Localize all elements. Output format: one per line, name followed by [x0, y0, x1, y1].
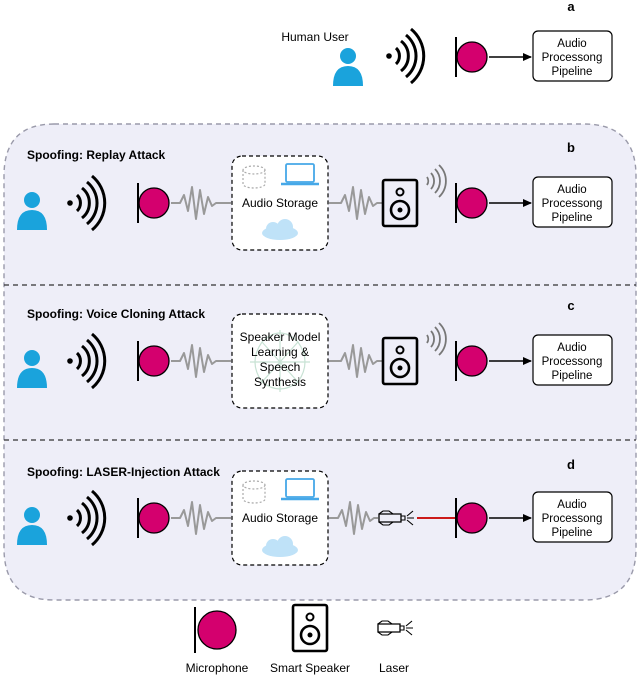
- audio-pipeline-box: Audio Processong Pipeline: [532, 334, 613, 386]
- sound-waves-icon: [67, 332, 107, 390]
- laptop-icon: [281, 163, 319, 186]
- svg-text:Audio: Audio: [557, 184, 586, 196]
- speaker-model-box: Speaker Model Learning & Speech Synthesi…: [231, 313, 329, 409]
- scenario-title-c: Spoofing: Voice Cloning Attack: [27, 307, 205, 321]
- svg-text:Pipeline: Pipeline: [552, 370, 593, 382]
- storage-box: Audio Storage: [231, 470, 329, 566]
- storage-box-label: Audio Storage: [242, 196, 318, 210]
- svg-text:Processong: Processong: [542, 52, 603, 64]
- svg-text:Processong: Processong: [542, 356, 603, 368]
- legend: Microphone Smart Speaker Laser: [186, 603, 413, 675]
- cloud-icon: [262, 219, 298, 240]
- smart-speaker-icon: [381, 336, 419, 386]
- speaker-model-label: Learning &: [251, 345, 309, 359]
- svg-text:Pipeline: Pipeline: [552, 212, 593, 224]
- scenario-letter-c: c: [567, 298, 574, 313]
- microphone-icon: [137, 341, 170, 381]
- user-icon: [17, 507, 47, 545]
- database-icon: [242, 165, 266, 189]
- microphone-icon: [137, 498, 170, 538]
- waveform-icon: [329, 501, 378, 535]
- audio-pipeline-box: Audio Processong Pipeline: [532, 491, 613, 543]
- legend-microphone-label: Microphone: [186, 661, 249, 675]
- scenario-title-b: Spoofing: Replay Attack: [27, 148, 166, 162]
- sound-waves-icon: [386, 27, 426, 85]
- sound-waves-icon: [67, 174, 107, 232]
- laser-icon: [378, 510, 414, 526]
- svg-text:Processong: Processong: [542, 513, 603, 525]
- storage-box-label: Audio Storage: [242, 511, 318, 525]
- svg-text:Audio: Audio: [557, 342, 586, 354]
- speaker-model-label: Synthesis: [254, 375, 306, 389]
- legend-speaker-label: Smart Speaker: [270, 661, 350, 675]
- speaker-model-label: Speaker Model: [240, 330, 321, 344]
- scenario-title-d: Spoofing: LASER-Injection Attack: [27, 465, 220, 479]
- waveform-icon: [171, 186, 231, 220]
- microphone-icon: [455, 498, 488, 538]
- user-icon: [333, 48, 363, 86]
- user-icon: [17, 350, 47, 388]
- audio-pipeline-box: Audio Processong Pipeline: [532, 30, 613, 82]
- scenario-letter-d: d: [567, 457, 575, 472]
- smart-speaker-icon: [291, 603, 329, 653]
- microphone-icon: [194, 607, 237, 653]
- sound-waves-icon: [67, 489, 107, 547]
- smart-speaker-icon: [381, 178, 419, 228]
- waveform-icon: [171, 501, 231, 535]
- scenario-letter-b: b: [567, 140, 575, 155]
- waveform-icon: [329, 344, 382, 378]
- scenario-letter-a: a: [567, 0, 575, 14]
- svg-text:Pipeline: Pipeline: [552, 66, 593, 78]
- waveform-icon: [171, 344, 231, 378]
- microphone-icon: [455, 341, 488, 381]
- laser-icon: [377, 620, 413, 636]
- cloud-icon: [262, 536, 298, 557]
- svg-text:Audio: Audio: [557, 38, 586, 50]
- brain-network-icon: [250, 330, 310, 392]
- user-icon: [17, 192, 47, 230]
- storage-box: Audio Storage: [231, 155, 329, 251]
- speaker-waves-icon: [426, 164, 447, 198]
- waveform-icon: [329, 186, 382, 220]
- microphone-icon: [455, 183, 488, 223]
- human-user-label: Human User: [281, 30, 348, 44]
- microphone-icon: [455, 37, 488, 77]
- microphone-icon: [137, 183, 170, 223]
- legend-laser-label: Laser: [379, 661, 409, 675]
- svg-text:Processong: Processong: [542, 198, 603, 210]
- database-icon: [242, 480, 266, 504]
- laptop-icon: [281, 478, 319, 501]
- audio-pipeline-box: Audio Processong Pipeline: [532, 176, 613, 228]
- speaker-model-label: Speech: [260, 360, 301, 374]
- speaker-waves-icon: [426, 322, 447, 356]
- svg-text:Audio: Audio: [557, 499, 586, 511]
- svg-text:Pipeline: Pipeline: [552, 527, 593, 539]
